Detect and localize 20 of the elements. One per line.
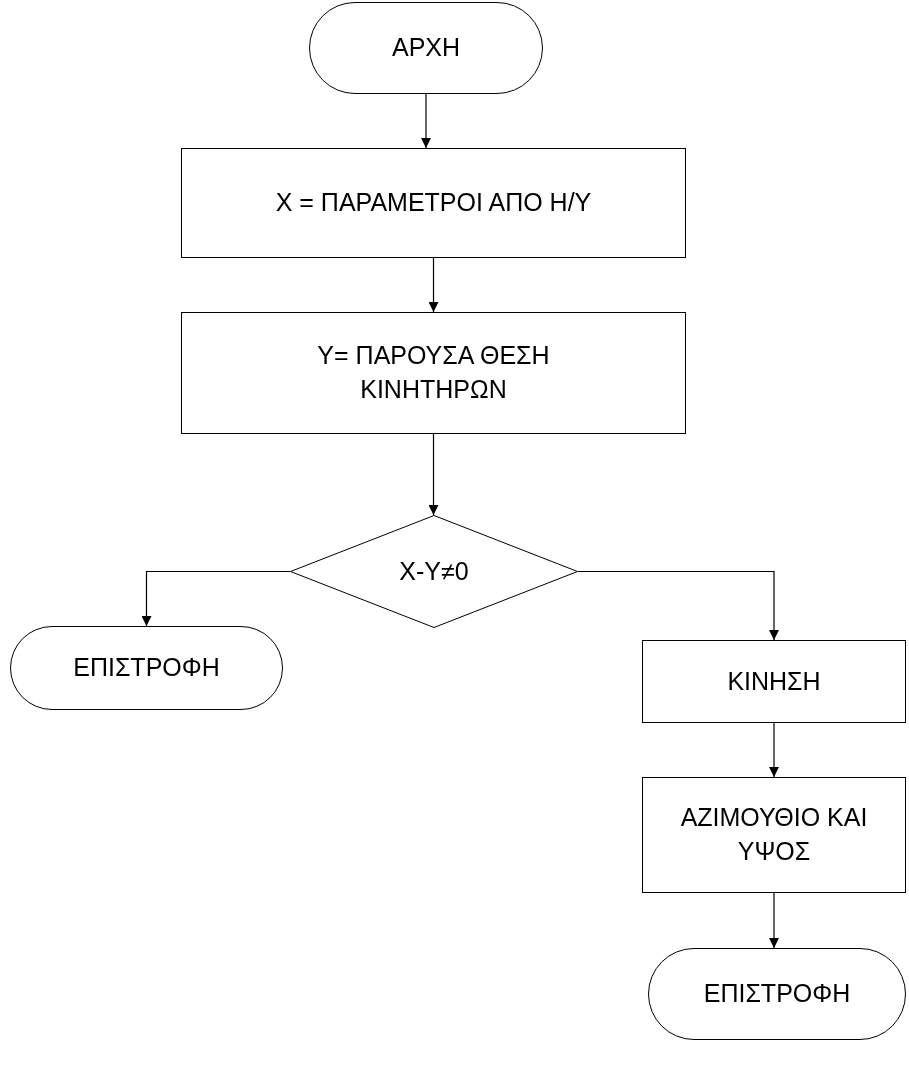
decision-diamond bbox=[290, 515, 578, 628]
node-label: ΑΡΧΗ bbox=[391, 32, 461, 64]
arrow bbox=[421, 93, 431, 149]
node-label: X-Y≠0 bbox=[399, 555, 469, 587]
process-box bbox=[642, 640, 906, 723]
node-label: Y= ΠΑΡΟΥΣΑ ΘΕΣΗ ΚΙΝΗΤΗΡΩΝ bbox=[316, 340, 551, 405]
node-label: ΑΖΙΜΟΥΘΙΟ ΚΑΙ ΥΨΟΣ bbox=[679, 802, 869, 867]
arrow bbox=[577, 570, 779, 641]
node-label: X = ΠΑΡΑΜΕΤΡΟΙ ΑΠΟ Η/Υ bbox=[275, 187, 592, 219]
arrow bbox=[769, 722, 779, 778]
node-label: ΕΠΙΣΤΡΟΦΗ bbox=[73, 652, 220, 684]
process-box bbox=[181, 312, 686, 434]
arrow bbox=[141, 570, 291, 627]
process-box bbox=[642, 777, 906, 893]
arrow bbox=[769, 892, 779, 949]
arrow bbox=[428, 433, 439, 516]
node-label: ΕΠΙΣΤΡΟΦΗ bbox=[703, 978, 851, 1010]
process-box bbox=[181, 148, 686, 258]
node-label: ΚΙΝΗΣΗ bbox=[727, 665, 821, 697]
arrow bbox=[428, 257, 439, 313]
